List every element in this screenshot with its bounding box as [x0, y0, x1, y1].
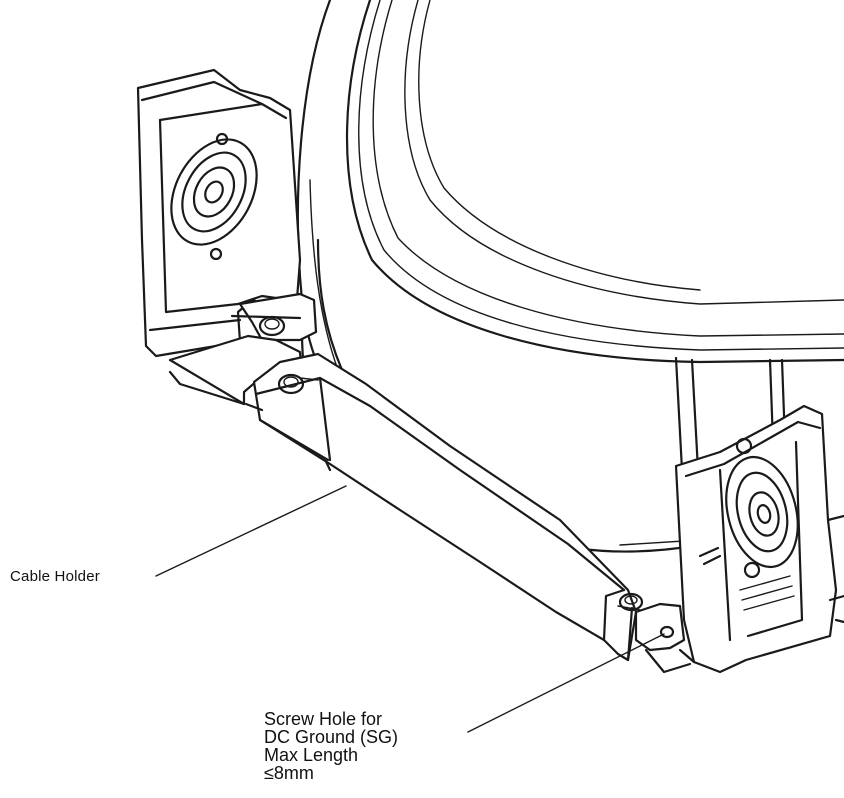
screw-hole-leader	[467, 633, 665, 733]
screw-hole-label: Screw Hole for DC Ground (SG) Max Length…	[264, 710, 398, 782]
cable-holder-label: Cable Holder	[10, 568, 100, 585]
cable-holder-leader	[155, 485, 347, 577]
cable-holder-rail	[244, 352, 644, 662]
screw-hole-label-line: DC Ground (SG)	[264, 727, 399, 747]
screw-hole-label-line: Screw Hole for	[264, 709, 383, 729]
ground-screw-lug	[634, 602, 692, 674]
screw-hole-label-line: Max Length	[264, 745, 359, 765]
screw-hole-label-line: ≤8mm	[264, 763, 314, 783]
right-bracket	[674, 404, 844, 674]
left-base-tab	[168, 292, 318, 406]
left-bracket	[136, 68, 302, 358]
